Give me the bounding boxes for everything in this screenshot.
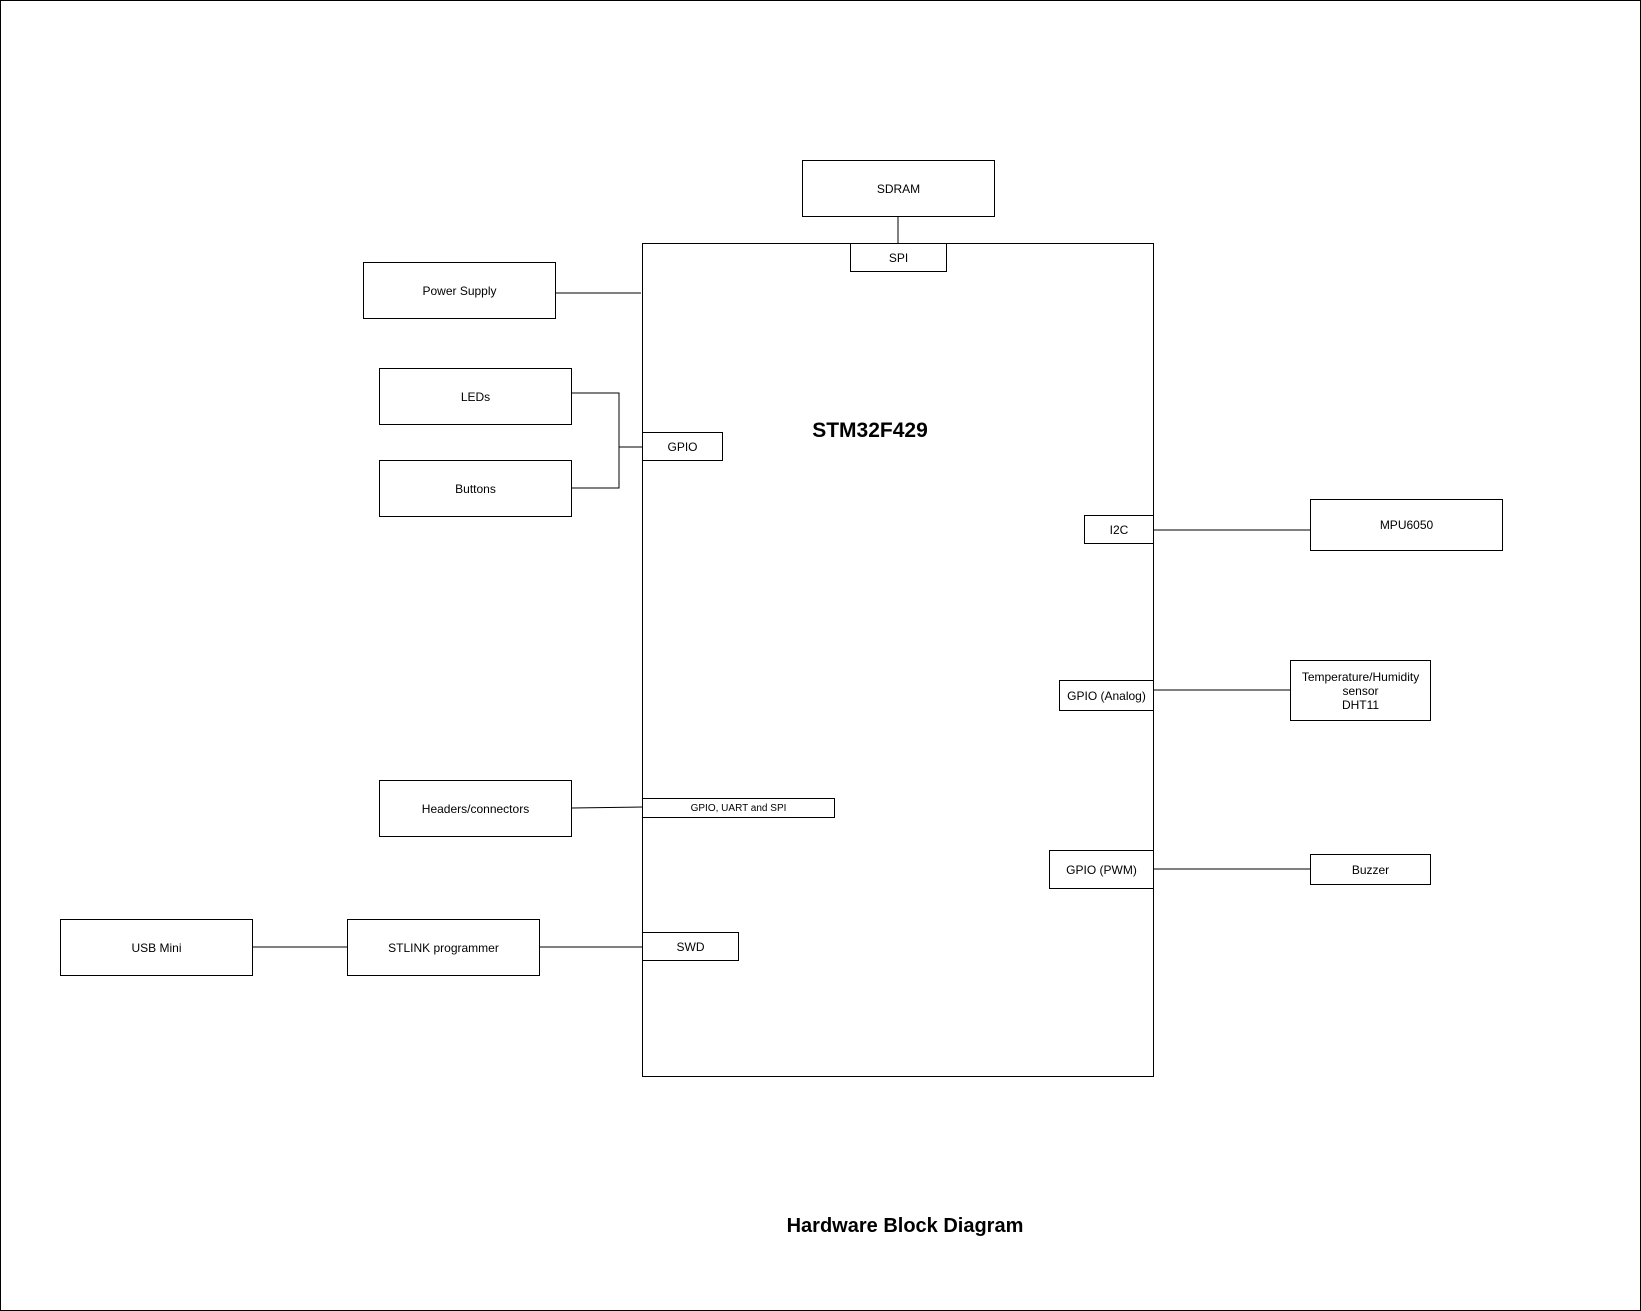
headers-connectors-block: Headers/connectors: [379, 780, 572, 837]
diagram-caption: Hardware Block Diagram: [786, 1215, 1024, 1237]
buttons-block: Buttons: [379, 460, 572, 517]
stlink-programmer-block: STLINK programmer: [347, 919, 540, 976]
wire-leds-gpio: [572, 392, 643, 448]
leds-block: LEDs: [379, 368, 572, 425]
port-spi: SPI: [850, 243, 947, 272]
port-gpio-uart-spi: GPIO, UART and SPI: [642, 798, 835, 818]
sdram-block: SDRAM: [802, 160, 995, 217]
port-swd: SWD: [642, 932, 739, 961]
buzzer-block: Buzzer: [1310, 854, 1431, 885]
port-gpio-pwm: GPIO (PWM): [1049, 850, 1154, 889]
wire-headers-gpio: [571, 806, 644, 809]
temperature-humidity-sensor-block: Temperature/Humidity sensor DHT11: [1290, 660, 1431, 721]
port-gpio-analog: GPIO (Analog): [1059, 680, 1154, 711]
power-supply-block: Power Supply: [363, 262, 556, 319]
mcu-label: STM32F429: [812, 419, 928, 442]
usb-mini-block: USB Mini: [60, 919, 253, 976]
port-i2c: I2C: [1084, 515, 1154, 544]
mpu6050-block: MPU6050: [1310, 499, 1503, 551]
wire-buttons-gpio: [572, 447, 620, 489]
port-gpio: GPIO: [642, 432, 723, 461]
